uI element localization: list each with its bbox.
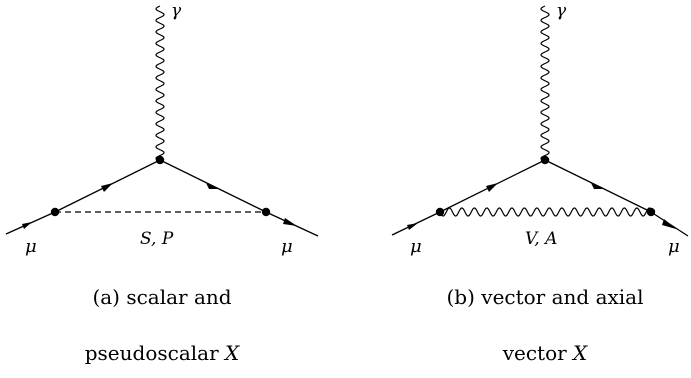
fermion-right-a: [159, 159, 267, 213]
photon-line-a: [155, 5, 165, 161]
arrow-right-b: [591, 183, 604, 189]
muon-out-label-b: μ: [668, 236, 680, 257]
muon-out-label-a: μ: [281, 236, 293, 257]
arrow-left-a: [101, 183, 113, 192]
photon-label-a: γ: [171, 1, 182, 21]
diagram-a: γ μ μ S, P (a) scalar and pseudoscalar X: [5, 1, 319, 365]
fermion-right-b: [544, 159, 652, 213]
vertex-right-b: [646, 207, 656, 217]
muon-in-label-a: μ: [25, 236, 37, 257]
arrow-right-a: [206, 183, 219, 189]
caption-line2-b: vector X: [502, 341, 588, 365]
muon-in-label-b: μ: [410, 236, 422, 257]
photon-label-b: γ: [556, 1, 567, 21]
vertex-right-a: [261, 207, 271, 217]
vertex-left-a: [50, 207, 60, 217]
caption-line1-b: (b) vector and axial: [447, 285, 644, 309]
caption-line2-math-b: X: [571, 341, 588, 365]
vertex-left-b: [435, 207, 445, 217]
caption-line1-a: (a) scalar and: [92, 285, 231, 309]
arrow-out-a: [283, 218, 297, 226]
arrow-in-b: [407, 223, 418, 230]
arrow-in-a: [22, 222, 32, 229]
caption-line2-text-a: pseudoscalar: [85, 341, 225, 365]
caption-line2-text-b: vector: [502, 341, 573, 365]
arrow-left-b: [486, 183, 498, 192]
caption-line2-math-a: X: [223, 341, 240, 365]
mediator-label-a: S, P: [140, 229, 174, 249]
vertex-top-a: [155, 155, 165, 165]
caption-line2-a: pseudoscalar X: [85, 341, 240, 365]
photon-line-b: [540, 5, 550, 161]
vertex-top-b: [540, 155, 550, 165]
mediator-label-b: V, A: [525, 229, 557, 249]
vector-wavy-line: [439, 207, 652, 217]
arrow-out-b: [662, 219, 676, 229]
diagram-b: γ μ μ V, A (b) vector and axial vector X: [391, 1, 689, 365]
